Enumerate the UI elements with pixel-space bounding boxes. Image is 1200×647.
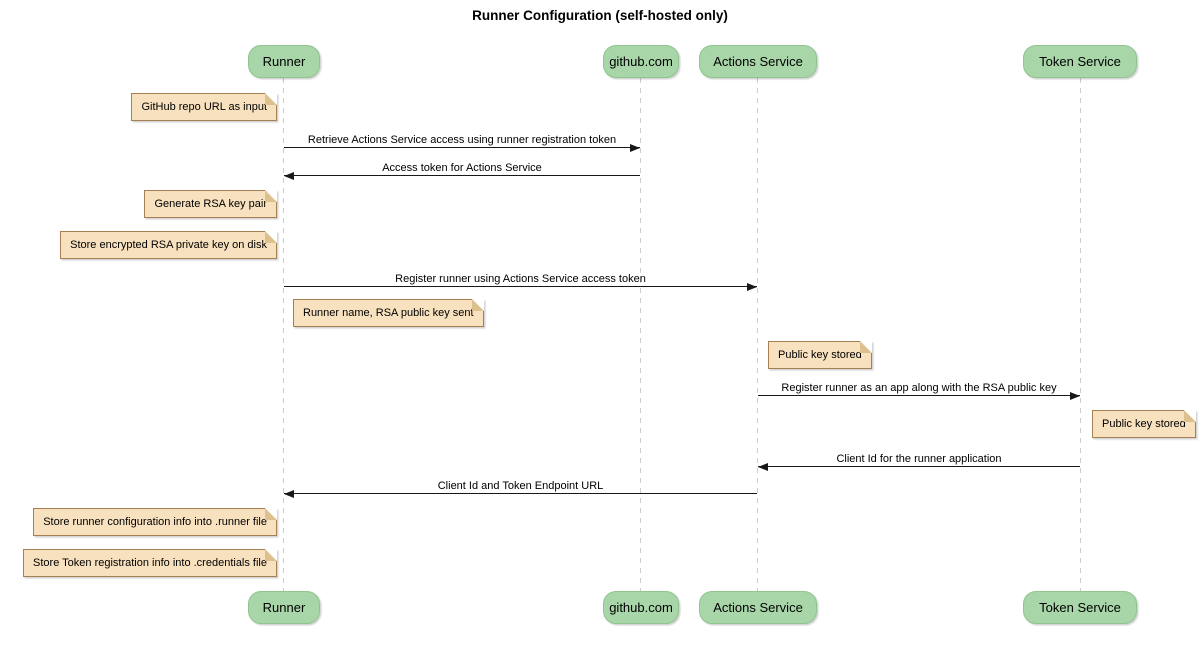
message-label: Register runner as an app along with the… (781, 382, 1057, 394)
message-client-id-endpoint: Client Id and Token Endpoint URL (284, 479, 757, 498)
participant-label: Runner (262, 54, 306, 69)
message-line (284, 286, 757, 287)
participant-runner-bottom: Runner (248, 591, 320, 624)
arrowhead-right-icon (630, 144, 640, 152)
diagram-title: Runner Configuration (self-hosted only) (472, 8, 728, 23)
participant-label: Runner (262, 600, 306, 615)
message-label: Client Id for the runner application (836, 453, 1002, 465)
message-client-id-runner-app: Client Id for the runner application (758, 452, 1080, 471)
note-public-key-stored-actions: Public key stored (768, 341, 872, 369)
lifeline-runner (283, 78, 284, 591)
message-retrieve-actions-access: Retrieve Actions Service access using ru… (284, 133, 640, 152)
note-runner-name-sent: Runner name, RSA public key sent (293, 299, 484, 327)
participant-label: github.com (609, 600, 673, 615)
message-line (284, 147, 640, 148)
participant-label: github.com (609, 54, 673, 69)
participant-github-bottom: github.com (603, 591, 679, 624)
participant-runner-top: Runner (248, 45, 320, 78)
participant-label: Token Service (1039, 54, 1121, 69)
lifeline-github (640, 78, 641, 591)
lifeline-token-service (1080, 78, 1081, 591)
message-label: Client Id and Token Endpoint URL (437, 480, 604, 492)
arrowhead-left-icon (284, 490, 294, 498)
note-store-credentials-file: Store Token registration info into .cred… (23, 549, 277, 577)
message-line (284, 175, 640, 176)
note-store-private-key: Store encrypted RSA private key on disk (60, 231, 277, 259)
participant-actions-service-bottom: Actions Service (699, 591, 817, 624)
message-label: Access token for Actions Service (382, 162, 542, 174)
participant-label: Actions Service (713, 600, 803, 615)
message-label: Register runner using Actions Service ac… (395, 273, 646, 285)
message-access-token: Access token for Actions Service (284, 161, 640, 180)
message-line (284, 493, 757, 494)
note-github-repo-url: GitHub repo URL as input (131, 93, 277, 121)
message-line (758, 395, 1080, 396)
arrowhead-left-icon (284, 172, 294, 180)
participant-label: Actions Service (713, 54, 803, 69)
message-register-runner-app: Register runner as an app along with the… (758, 381, 1080, 400)
participant-label: Token Service (1039, 600, 1121, 615)
participant-actions-service-top: Actions Service (699, 45, 817, 78)
lifeline-actions-service (757, 78, 758, 591)
arrowhead-left-icon (758, 463, 768, 471)
arrowhead-right-icon (747, 283, 757, 291)
note-generate-rsa-key-pair: Generate RSA key pair (144, 190, 277, 218)
message-line (758, 466, 1080, 467)
participant-token-service-top: Token Service (1023, 45, 1137, 78)
message-label: Retrieve Actions Service access using ru… (307, 134, 617, 146)
arrowhead-right-icon (1070, 392, 1080, 400)
participant-token-service-bottom: Token Service (1023, 591, 1137, 624)
note-store-runner-file: Store runner configuration info into .ru… (33, 508, 277, 536)
message-register-runner: Register runner using Actions Service ac… (284, 272, 757, 291)
participant-github-top: github.com (603, 45, 679, 78)
note-public-key-stored-token: Public key stored (1092, 410, 1196, 438)
